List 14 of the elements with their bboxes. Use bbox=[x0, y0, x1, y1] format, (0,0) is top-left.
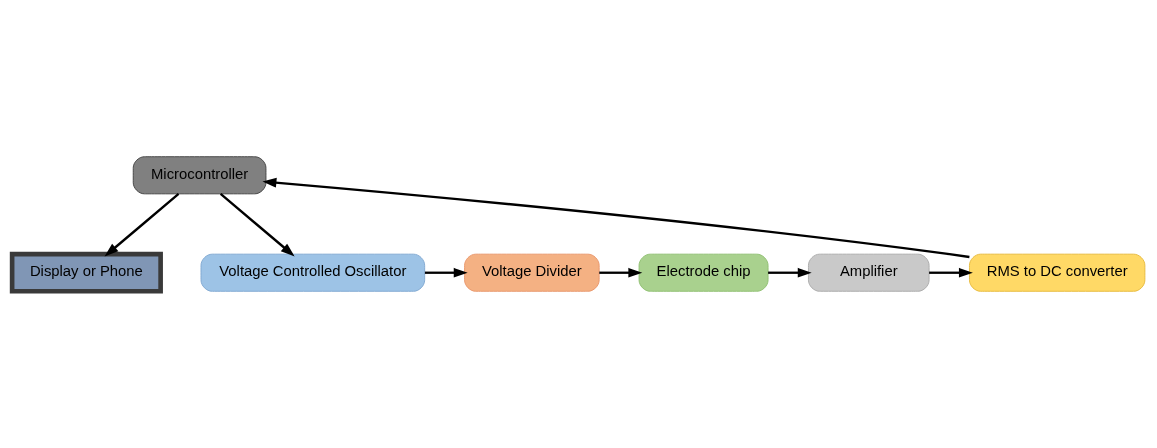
arrow bbox=[768, 267, 812, 278]
node-box: RMS to DC converter bbox=[969, 253, 1146, 292]
node-box: Display or Phone bbox=[9, 251, 163, 294]
arrow bbox=[599, 267, 643, 278]
arrow bbox=[929, 267, 973, 278]
node-box: Amplifier bbox=[807, 253, 930, 292]
arrow bbox=[424, 267, 468, 278]
node-box: Microcontroller bbox=[132, 156, 267, 195]
node-box: Voltage Controlled Oscillator bbox=[200, 253, 426, 292]
node-box: Electrode chip bbox=[638, 253, 769, 292]
arrow bbox=[262, 177, 970, 259]
arrow bbox=[219, 193, 295, 257]
arrow bbox=[104, 193, 180, 257]
node-box: Voltage Divider bbox=[464, 253, 600, 292]
